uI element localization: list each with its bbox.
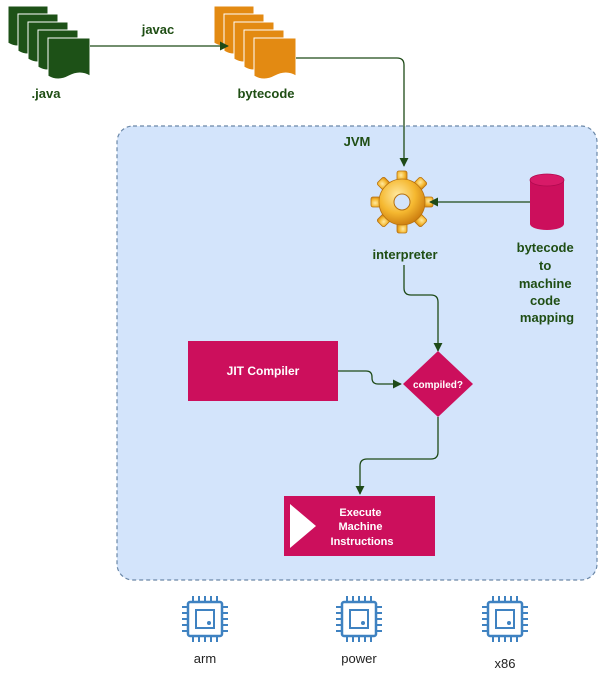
- mapping-label-line-1: bytecode: [517, 240, 574, 255]
- jvm-label: JVM: [344, 134, 371, 149]
- mapping-database-cylinder-icon: [529, 173, 565, 230]
- execute-label-line-1: Execute: [339, 507, 381, 519]
- execute-label-line-2: Machine: [338, 521, 382, 533]
- execute-label: Execute Machine Instructions: [331, 507, 394, 548]
- bytecode-to-interpreter-arrow: [296, 57, 409, 167]
- jit-compiler-box: [188, 341, 338, 401]
- mapping-label-line-2: to: [539, 258, 551, 273]
- compiled-decision-diamond: [403, 351, 473, 417]
- cpu-row: arm power x86: [182, 596, 528, 671]
- mapping-label-line-4: code: [530, 293, 560, 308]
- mapping-label-line-3: machine: [519, 276, 572, 291]
- cpu-chip-power: power: [336, 596, 382, 666]
- jit-to-decision-arrow: [338, 370, 402, 389]
- cpu-chip-icon: [482, 596, 528, 642]
- cpu-label-x86: x86: [495, 656, 516, 671]
- mapping-label-line-5: mapping: [520, 310, 574, 325]
- java-source-document-stack-icon: [7, 5, 91, 80]
- mapping-label: bytecode to machine code mapping: [517, 240, 578, 325]
- cpu-chip-arm: arm: [182, 596, 228, 666]
- cpu-label-arm: arm: [194, 651, 216, 666]
- decision-to-execute-arrow: [355, 417, 439, 495]
- java-source-label: .java: [32, 86, 62, 101]
- javac-label: javac: [141, 22, 175, 37]
- execute-label-line-3: Instructions: [331, 536, 394, 548]
- interpreter-label: interpreter: [372, 247, 437, 262]
- cpu-chip-x86: x86: [482, 596, 528, 671]
- cpu-chip-icon: [182, 596, 228, 642]
- cpu-chip-icon: [336, 596, 382, 642]
- bytecode-label: bytecode: [237, 86, 294, 101]
- jvm-container: [116, 125, 598, 581]
- interpreter-gear-icon: [370, 170, 434, 234]
- compiled-decision-label: compiled?: [413, 380, 463, 391]
- bytecode-document-stack-icon: [213, 5, 297, 80]
- execute-play-triangle-icon: [290, 504, 316, 548]
- cpu-label-power: power: [341, 651, 377, 666]
- jit-compiler-label: JIT Compiler: [227, 364, 300, 378]
- interpreter-to-decision-arrow: [403, 265, 443, 352]
